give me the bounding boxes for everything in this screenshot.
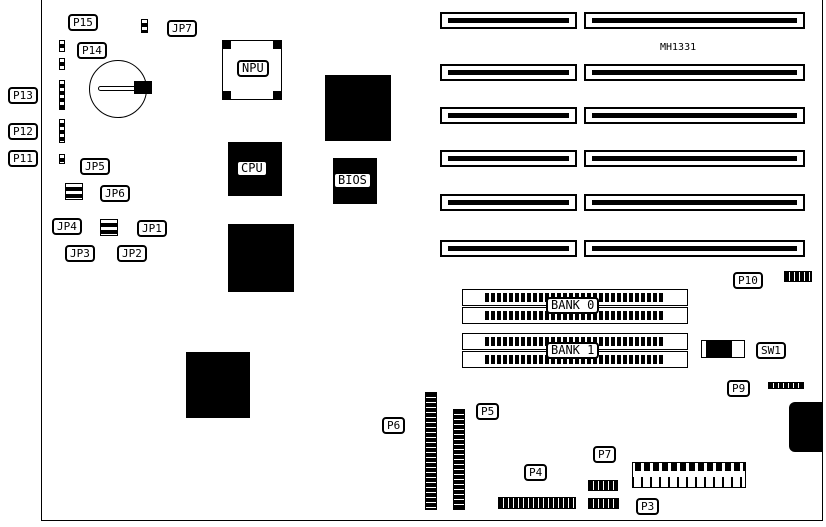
- io-chip: [186, 352, 250, 418]
- slot-long: [584, 150, 805, 167]
- slot-long: [584, 64, 805, 81]
- npu-socket: [222, 40, 282, 100]
- slot-long: [584, 107, 805, 124]
- slot-long: [584, 240, 805, 257]
- slot-short: [440, 12, 577, 29]
- jp6-label: JP6: [100, 185, 130, 202]
- jp1-label: JP1: [137, 220, 167, 237]
- npu-label: NPU: [237, 60, 269, 77]
- slot-long: [584, 194, 805, 211]
- sw1-dip-switch: [701, 340, 745, 358]
- slot-short: [440, 150, 577, 167]
- jp2-label: JP2: [117, 245, 147, 262]
- sw1-label: SW1: [756, 342, 786, 359]
- p9-label: P9: [727, 380, 751, 397]
- controller-chip: [228, 224, 294, 292]
- p11-label: P11: [8, 150, 38, 167]
- p14-label: P14: [77, 42, 107, 59]
- keyboard-connector: [789, 402, 823, 452]
- bios-label: BIOS: [333, 172, 372, 189]
- bank1-label: BANK 1: [546, 342, 600, 359]
- p13-label: P13: [8, 87, 38, 104]
- p10-connector: [784, 271, 812, 282]
- slot-long: [584, 12, 805, 29]
- p15-label: P15: [68, 14, 98, 31]
- jp7-header: [141, 19, 148, 33]
- cpu-label: CPU: [236, 160, 268, 177]
- p3-connector: [588, 498, 619, 509]
- slot-short: [440, 240, 577, 257]
- jp4-jp5-jp6-header: [65, 183, 83, 200]
- p15-header: [59, 40, 65, 52]
- motherboard-outline: [41, 0, 823, 521]
- bank0-label: BANK 0: [546, 297, 600, 314]
- p12-header: [59, 119, 65, 143]
- p5-connector: [453, 409, 465, 510]
- battery-holder: [134, 81, 152, 94]
- chipset-chip: [325, 75, 391, 141]
- slot-short: [440, 194, 577, 211]
- slot-short: [440, 107, 577, 124]
- p6-label: P6: [382, 417, 406, 434]
- p14-header: [59, 58, 65, 70]
- jp1-jp2-jp3-header: [100, 219, 118, 236]
- p10-label: P10: [733, 272, 763, 289]
- p4-connector: [498, 497, 576, 509]
- jp7-label: JP7: [167, 20, 197, 37]
- p11-header: [59, 154, 65, 164]
- p7-label: P7: [593, 446, 617, 463]
- p6-connector: [425, 392, 437, 510]
- p12-label: P12: [8, 123, 38, 140]
- p9-connector: [768, 382, 804, 389]
- board-model-label: MH1331: [660, 42, 697, 53]
- jp4-label: JP4: [52, 218, 82, 235]
- p13-header: [59, 80, 65, 110]
- battery-clip: [98, 86, 138, 91]
- slot-short: [440, 64, 577, 81]
- power-connector: [632, 462, 746, 488]
- p4-label: P4: [524, 464, 548, 481]
- p7-connector: [588, 480, 618, 491]
- p5-label: P5: [476, 403, 500, 420]
- jp3-label: JP3: [65, 245, 95, 262]
- jp5-label: JP5: [80, 158, 110, 175]
- p3-label: P3: [636, 498, 660, 515]
